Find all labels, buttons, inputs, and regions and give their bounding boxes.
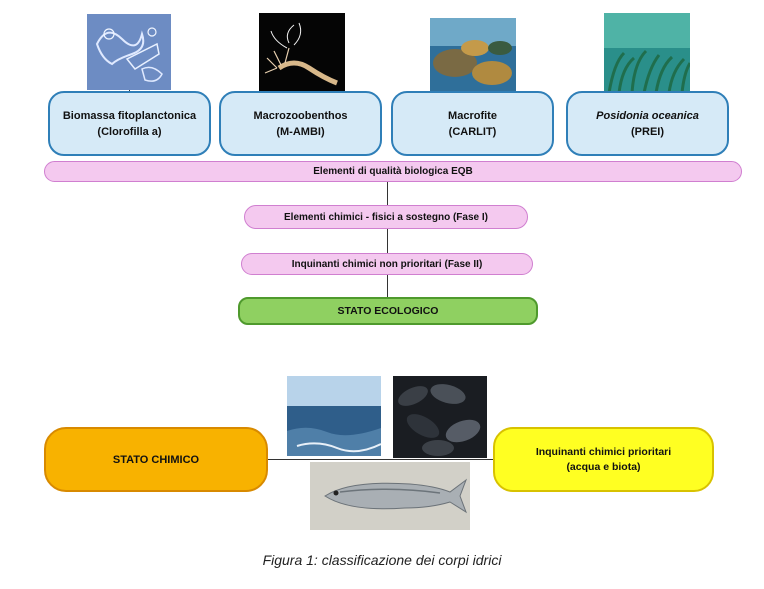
eqb-box-line1: Posidonia oceanica bbox=[596, 109, 699, 122]
eqb-box-line2: (PREI) bbox=[631, 125, 664, 138]
eqb-box-phytoplankton: Biomassa fitoplanctonica (Clorofilla a) bbox=[48, 91, 211, 156]
chemical-status-box: STATO CHIMICO bbox=[44, 427, 268, 492]
sea-water-image bbox=[287, 376, 381, 456]
eqb-box-line2: (M-AMBI) bbox=[276, 125, 325, 138]
eqb-box-posidonia: Posidonia oceanica (PREI) bbox=[566, 91, 729, 156]
macrozoobenthos-image bbox=[259, 13, 345, 93]
eqb-box-line2: (CARLIT) bbox=[448, 125, 497, 138]
figure-caption: Figura 1: classificazione dei corpi idri… bbox=[262, 552, 502, 568]
phytoplankton-image bbox=[87, 14, 171, 90]
macrophyte-image bbox=[430, 18, 516, 93]
ecological-status-box: STATO ECOLOGICO bbox=[238, 297, 538, 325]
eqb-bar: Elementi di qualità biologica EQB bbox=[44, 161, 742, 182]
eqb-box-line1: Macrozoobenthos bbox=[253, 109, 348, 122]
phase1-bar: Elementi chimici - fisici a sostegno (Fa… bbox=[244, 205, 528, 229]
mussels-image bbox=[393, 376, 487, 458]
priority-pollutants-box: Inquinanti chimici prioritari (acqua e b… bbox=[493, 427, 714, 492]
priority-line1: Inquinanti chimici prioritari bbox=[535, 445, 672, 458]
eqb-box-line2: (Clorofilla a) bbox=[97, 125, 162, 138]
phase2-bar: Inquinanti chimici non prioritari (Fase … bbox=[241, 253, 533, 275]
eqb-box-macrophytes: Macrofite (CARLIT) bbox=[391, 91, 554, 156]
eqb-box-line1: Biomassa fitoplanctonica bbox=[62, 109, 197, 122]
priority-line2: (acqua e biota) bbox=[566, 460, 641, 473]
posidonia-image bbox=[604, 13, 690, 93]
fish-image bbox=[310, 462, 470, 530]
eqb-box-macrozoobenthos: Macrozoobenthos (M-AMBI) bbox=[219, 91, 382, 156]
eqb-box-line1: Macrofite bbox=[448, 109, 497, 122]
